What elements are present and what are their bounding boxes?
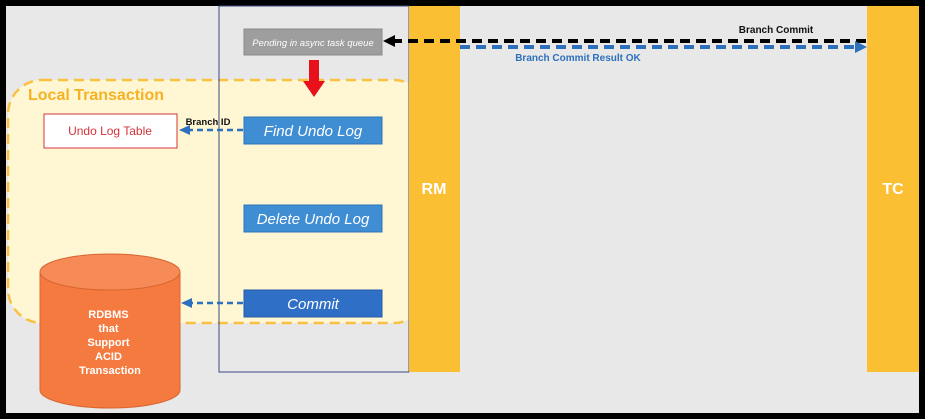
rm-label: RM [422,181,447,198]
commit-step-label: Commit [287,296,339,313]
rdbms-line-1: RDBMS [88,309,128,321]
rdbms-line-3: Support [87,337,129,349]
find-undo-log-label: Find Undo Log [264,123,363,140]
branch-commit-arrowhead [383,35,395,47]
branch-commit-result-arrowhead [855,41,867,53]
red-down-arrow [303,60,325,97]
branch-commit-label: Branch Commit [739,25,814,36]
rdbms-line-2: that [98,323,119,335]
pending-step [243,28,383,56]
branch-id-label: Branch ID [186,117,231,128]
rdbms-line-5: Transaction [79,365,141,377]
delete-undo-log-step [243,204,383,233]
commit-to-db-arrowhead [181,298,192,308]
delete-undo-log-label: Delete Undo Log [257,211,370,228]
local-transaction-label: Local Transaction [28,87,164,104]
undo-log-table [43,113,178,149]
rm-bar [409,6,460,372]
tc-label: TC [882,181,904,198]
find-undo-log-step [243,116,383,145]
branch-id-arrowhead [179,125,190,135]
rdbms-line-4: ACID [95,351,122,363]
pending-step-label: Pending in async task queue [252,38,373,49]
branch-commit-result-label: Branch Commit Result OK [515,53,641,64]
rdbms-cylinder [39,253,181,409]
tc-bar [867,6,919,372]
undo-log-table-label: Undo Log Table [68,124,152,138]
commit-step [243,289,383,318]
rdbms-label: RDBMS that Support ACID Transaction [79,309,141,377]
